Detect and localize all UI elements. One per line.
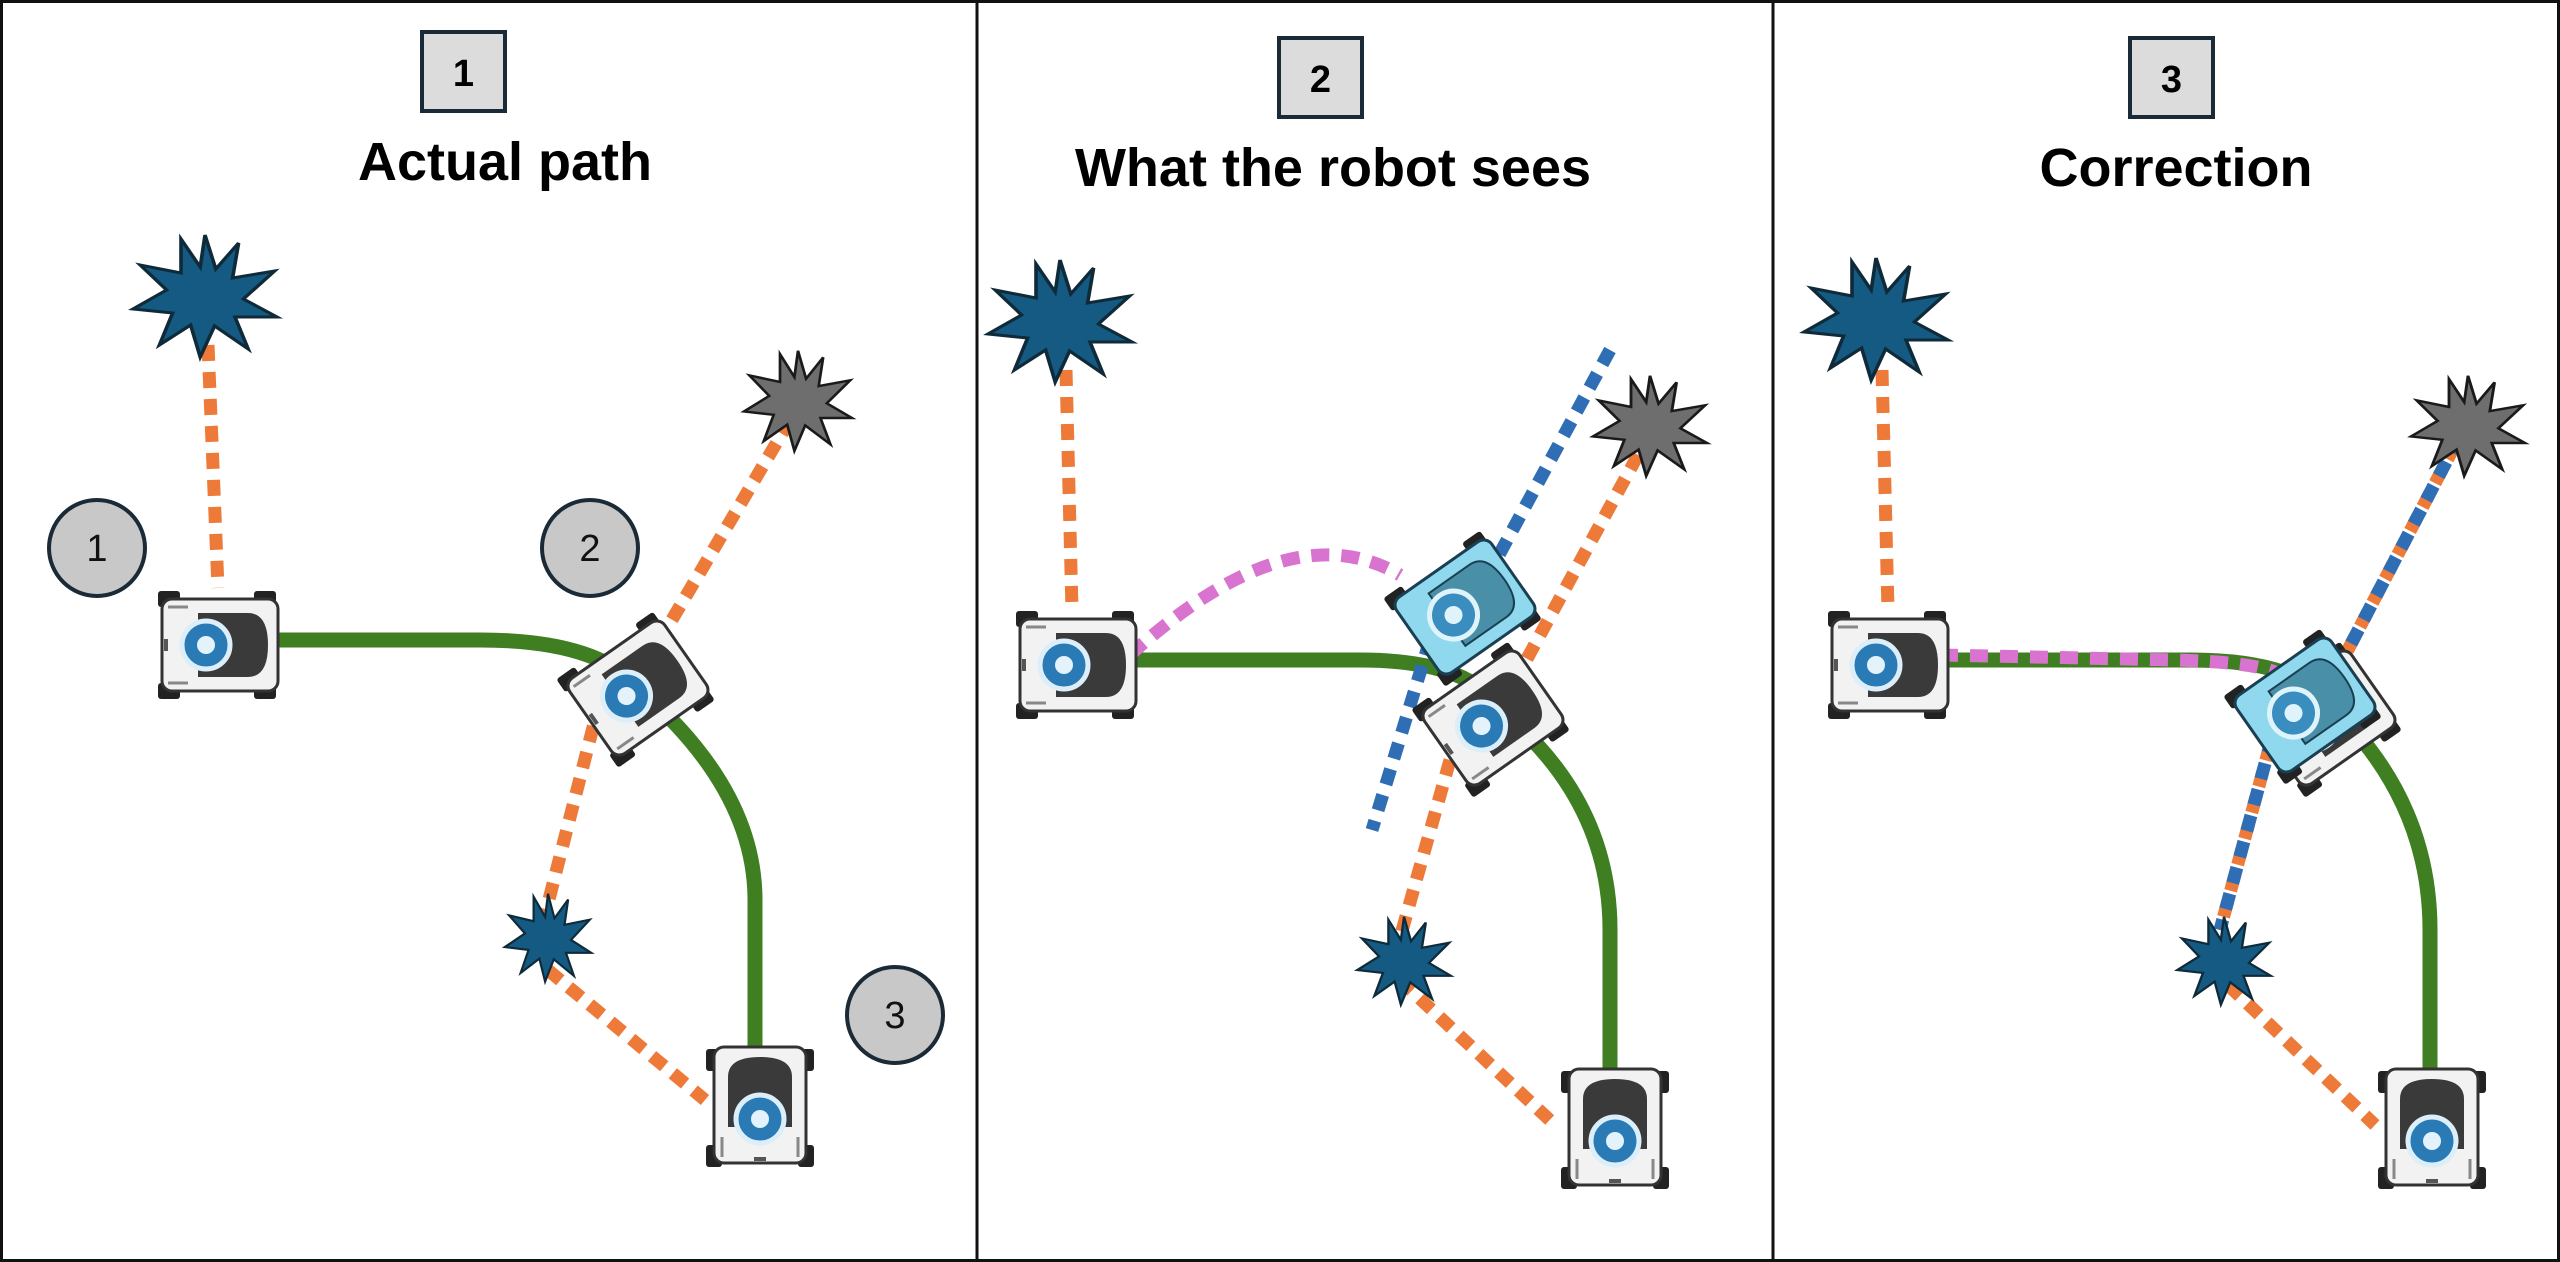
panel-number: 1 xyxy=(453,53,474,95)
robot-icon xyxy=(706,1047,814,1167)
robot-icon xyxy=(158,591,278,699)
landmark-star-icon xyxy=(986,258,1134,384)
observation-rays xyxy=(1059,369,1644,1130)
landmark-star-icon xyxy=(503,892,593,983)
landmark-star-icon xyxy=(2409,374,2527,478)
landmark-star-icon xyxy=(2176,915,2272,1006)
panel-1: 1 Actual path 1 2 3 xyxy=(47,30,945,1167)
estimated-path xyxy=(1125,548,1404,660)
panel-title: Correction xyxy=(2039,138,2312,198)
position-marker-label: 2 xyxy=(579,528,600,570)
robot-icon xyxy=(1561,1069,1669,1189)
panel-number-box xyxy=(2128,36,2215,119)
position-marker xyxy=(845,965,945,1065)
panel-title: What the robot sees xyxy=(1075,138,1591,198)
panel-number: 2 xyxy=(1310,59,1331,101)
position-marker xyxy=(540,498,640,598)
panel-title: Actual path xyxy=(358,132,652,192)
landmark-star-icon xyxy=(1802,256,1950,382)
position-marker-label: 1 xyxy=(86,528,107,570)
ghost-robot-icon xyxy=(2223,627,2383,784)
landmark-star-icon xyxy=(742,349,854,453)
landmark-star-icon xyxy=(131,233,279,359)
landmark-star-icon xyxy=(1356,915,1452,1006)
panel-number: 3 xyxy=(2161,59,2182,101)
robot-icon xyxy=(1828,611,1948,719)
estimate-rays xyxy=(2213,441,2461,932)
panel-number-box xyxy=(1277,36,1364,119)
observation-rays xyxy=(201,344,796,1106)
robot-icon xyxy=(1016,611,1136,719)
estimate-rays xyxy=(1365,346,1616,832)
panel-number-box xyxy=(420,30,507,113)
position-marker xyxy=(47,498,147,598)
panel-3: 3 Correction xyxy=(1802,36,2527,1189)
position-marker-label: 3 xyxy=(884,995,905,1037)
robot-icon xyxy=(2378,1069,2486,1189)
panel-2: 2 What the robot sees xyxy=(986,36,1709,1189)
landmark-star-icon xyxy=(1591,374,1709,478)
